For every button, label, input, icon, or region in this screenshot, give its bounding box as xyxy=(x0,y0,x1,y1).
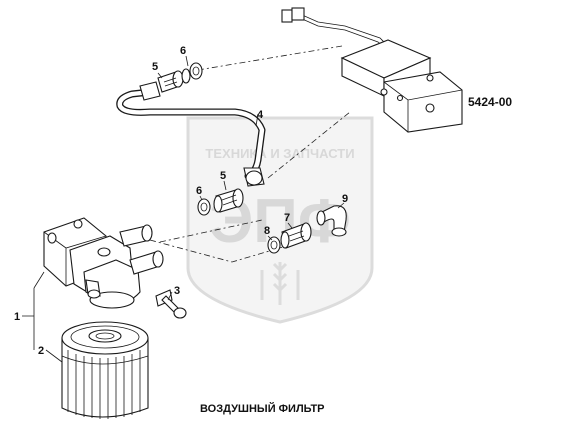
filter-cartridge xyxy=(61,321,149,419)
wheat-emblem-icon xyxy=(260,262,300,305)
callout-8: 8 xyxy=(264,225,270,237)
filter-head xyxy=(43,217,164,309)
callout-leader-lines xyxy=(22,55,345,363)
washer-8 xyxy=(267,236,281,254)
fitting-7 xyxy=(280,222,312,249)
solenoid-valve xyxy=(281,7,463,133)
callout-6-upper: 6 xyxy=(180,45,186,57)
callout-5-upper: 5 xyxy=(152,61,158,73)
mid-fitting-5 xyxy=(213,188,244,213)
bolt-3 xyxy=(155,289,187,319)
callout-1: 1 xyxy=(14,311,20,323)
mid-washer-6 xyxy=(197,198,211,216)
callout-labels: 1 2 3 4 5 6 5 6 7 8 9 xyxy=(14,45,348,357)
upper-washer-6 xyxy=(189,62,203,80)
callout-6-middle: 6 xyxy=(196,185,202,197)
diagram-code: 5424-00 xyxy=(468,95,512,109)
callout-7: 7 xyxy=(284,212,290,224)
diagram-caption: ВОЗДУШНЫЙ ФИЛЬТР xyxy=(200,402,325,415)
callout-9: 9 xyxy=(342,193,348,205)
upper-fitting-5 xyxy=(157,68,191,93)
callout-3: 3 xyxy=(174,285,180,297)
dashed-leader-lines xyxy=(149,45,351,263)
elbow-fitting-9 xyxy=(316,205,347,237)
air-tube-4 xyxy=(116,81,266,187)
callout-5-middle: 5 xyxy=(220,170,226,182)
callout-4: 4 xyxy=(257,109,264,121)
callout-2: 2 xyxy=(38,345,44,357)
watermark-top-text: ТЕХНИКА И ЗАПЧАСТИ xyxy=(205,146,354,161)
